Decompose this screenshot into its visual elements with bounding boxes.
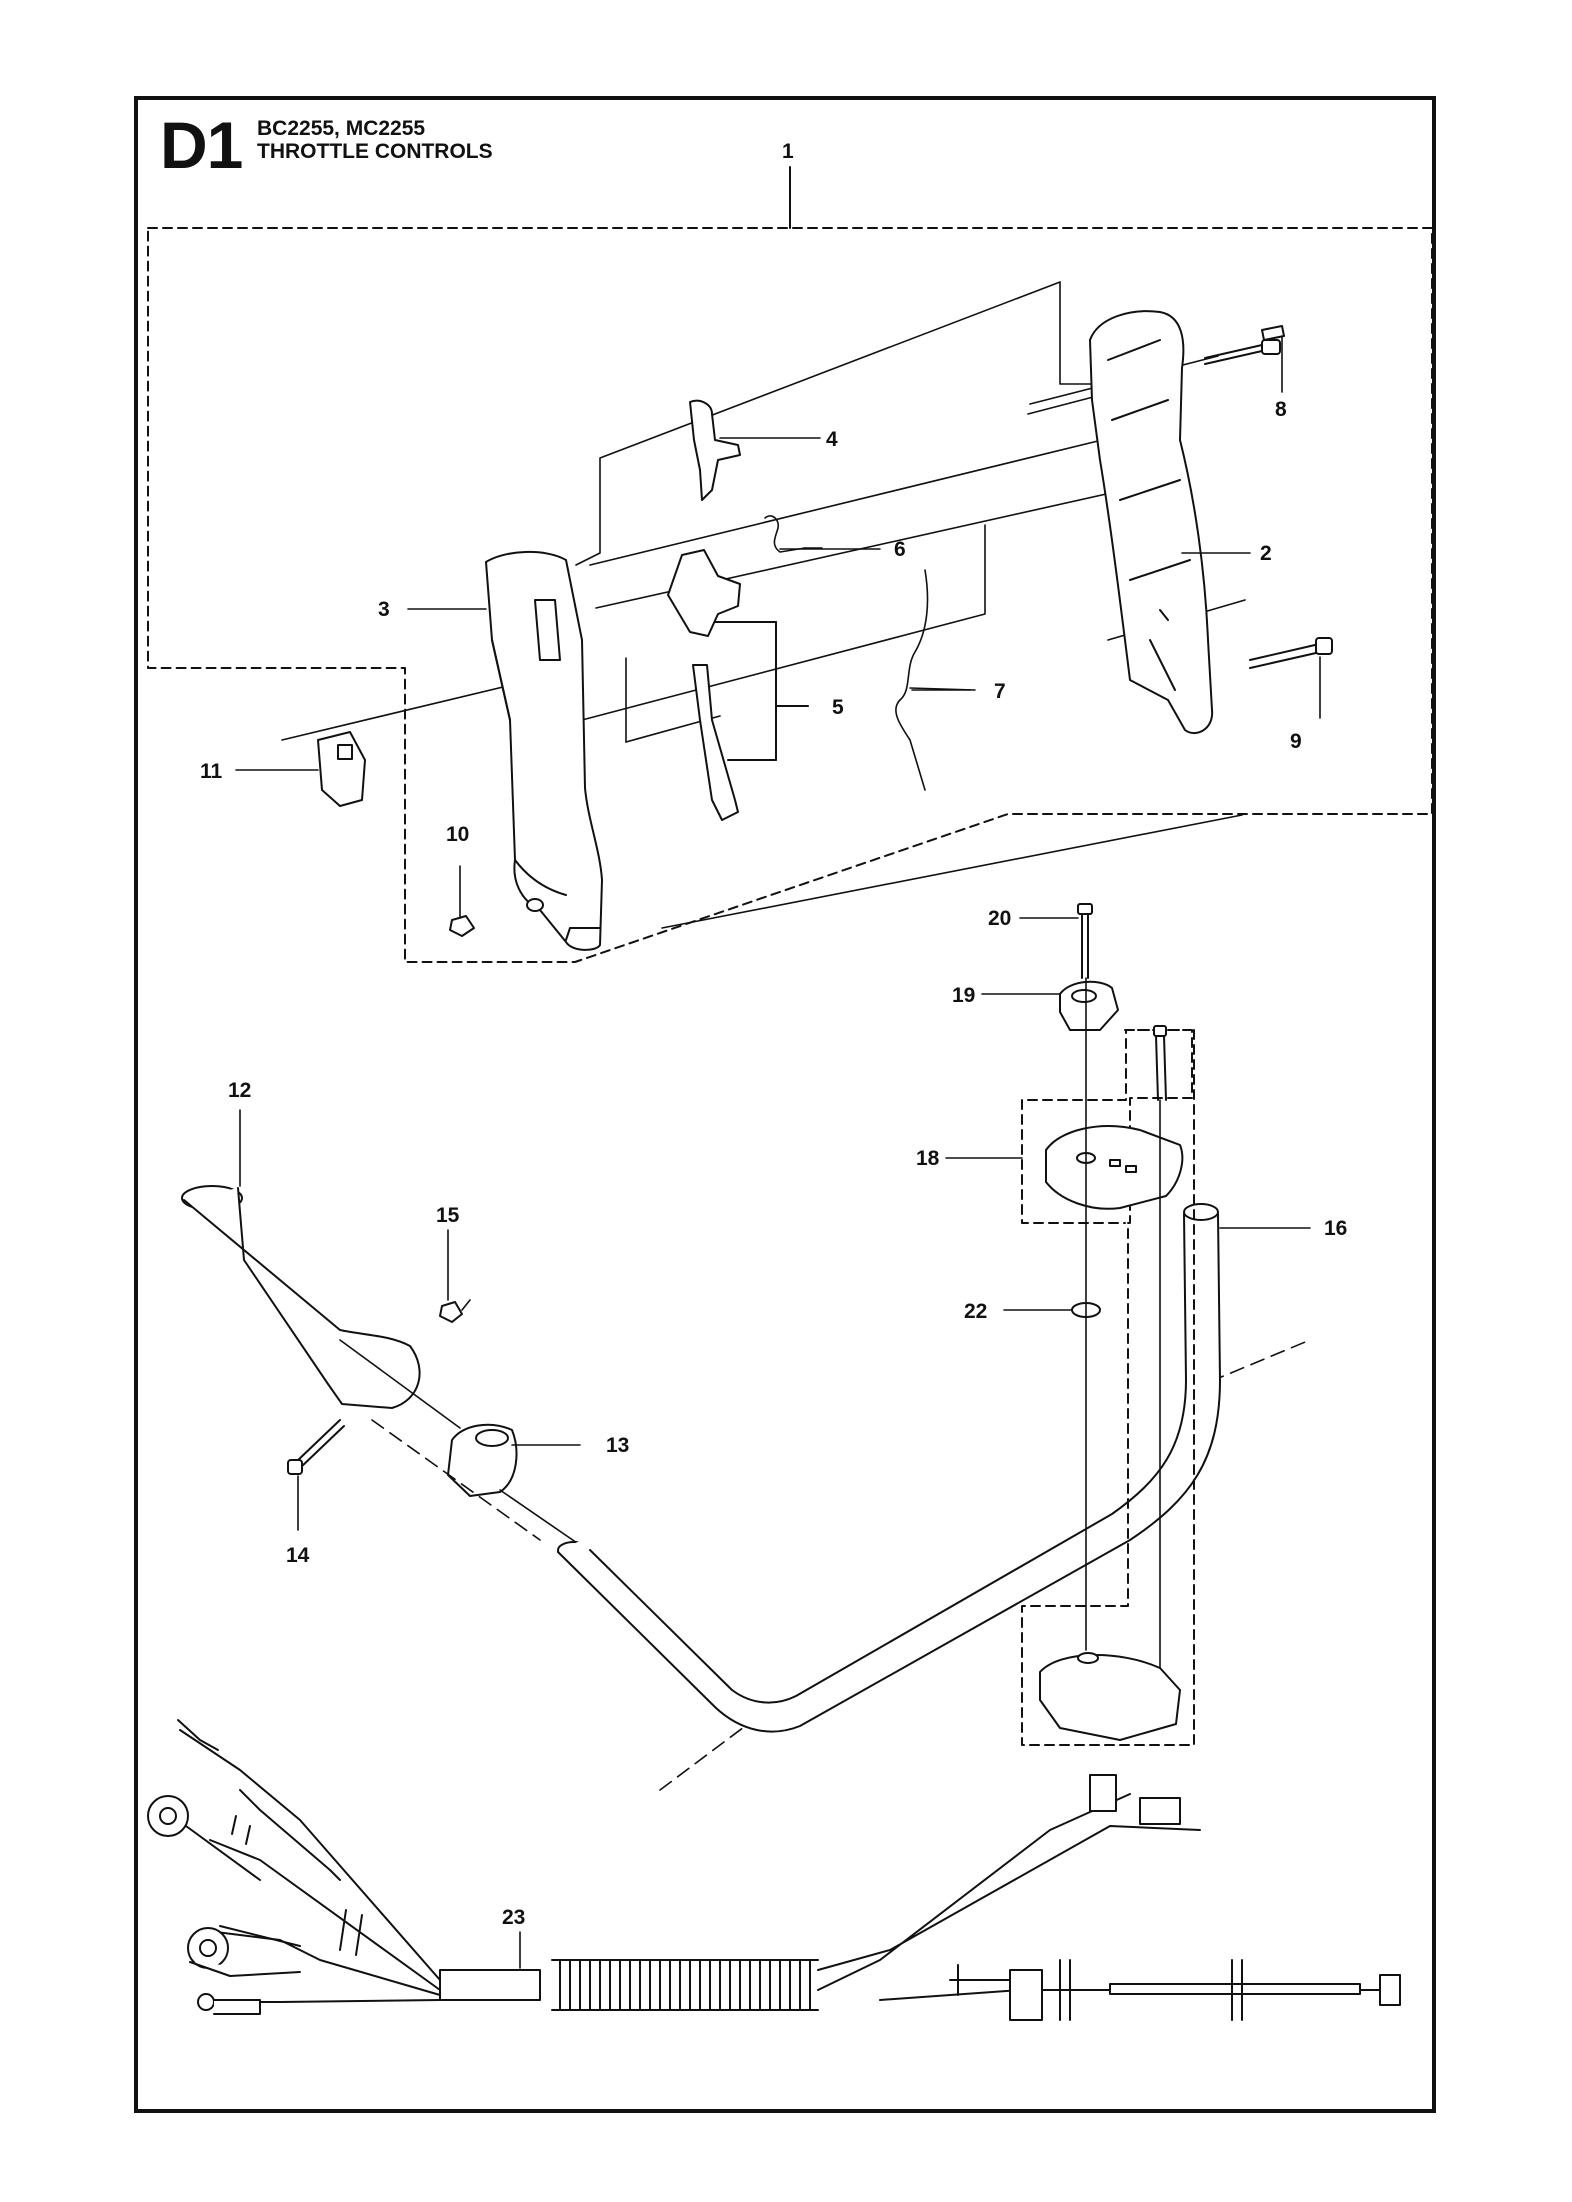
grip-part-12	[181, 1109, 421, 1409]
callout-4: 4	[826, 428, 838, 451]
assembly-1-boundary	[147, 227, 1433, 963]
knob-part-19	[981, 980, 1119, 1031]
handle-half-right-part-2	[1089, 310, 1214, 735]
model-list: BC2255, MC2255	[257, 117, 426, 140]
bolt-part-20	[1019, 903, 1093, 979]
throttle-trigger-part-5	[667, 549, 809, 821]
callout-23: 23	[502, 1906, 525, 1929]
callout-18: 18	[916, 1147, 940, 1170]
lockout-part-4	[689, 399, 741, 501]
callout-7: 7	[994, 680, 1006, 703]
callout-2: 2	[1260, 542, 1272, 565]
callout-labels: 1 2 3 4 5 6 7 8 9 10 11 12 13 14 15 16 1…	[200, 140, 1347, 1929]
stop-switch-part-11	[235, 731, 366, 807]
handlebar-tube-part-16	[557, 1203, 1311, 1733]
screws-parts-8-9	[1204, 325, 1333, 669]
callout-13: 13	[606, 1434, 629, 1457]
callout-19: 19	[952, 984, 975, 1007]
clamp-part-13	[447, 1423, 581, 1497]
callout-leaders-group-1	[407, 437, 1251, 707]
wire-harness-part-23	[147, 1719, 1401, 2021]
callout-3: 3	[378, 598, 390, 621]
callout-14: 14	[286, 1544, 310, 1567]
callout-11: 11	[200, 760, 223, 783]
section-code: D1	[160, 108, 243, 182]
bracket-part-18	[945, 1125, 1184, 1210]
callout-8: 8	[1275, 398, 1287, 421]
callout-6: 6	[894, 538, 906, 561]
callout-22: 22	[964, 1300, 987, 1323]
handle-half-left-part-3	[485, 551, 603, 951]
callout-5: 5	[832, 696, 844, 719]
screw-part-14	[287, 1419, 345, 1531]
diagram-title: THROTTLE CONTROLS	[257, 140, 493, 163]
assembly-18-boundary	[1021, 1029, 1195, 1746]
nut-part-10	[449, 865, 475, 937]
springs-parts-6-7	[764, 515, 971, 791]
clamp-screw	[1153, 1025, 1167, 1721]
callout-15: 15	[436, 1204, 460, 1227]
nut-part-15	[439, 1229, 471, 1323]
clamp-bottom	[1039, 1652, 1181, 1741]
callout-12: 12	[228, 1079, 251, 1102]
callout-20: 20	[988, 907, 1011, 930]
callout-9: 9	[1290, 730, 1302, 753]
leader-lines-top	[1281, 335, 1321, 719]
diagram-frame	[134, 96, 1436, 2113]
callout-10: 10	[446, 823, 469, 846]
callout-1: 1	[782, 140, 794, 163]
callout-16: 16	[1324, 1217, 1347, 1240]
